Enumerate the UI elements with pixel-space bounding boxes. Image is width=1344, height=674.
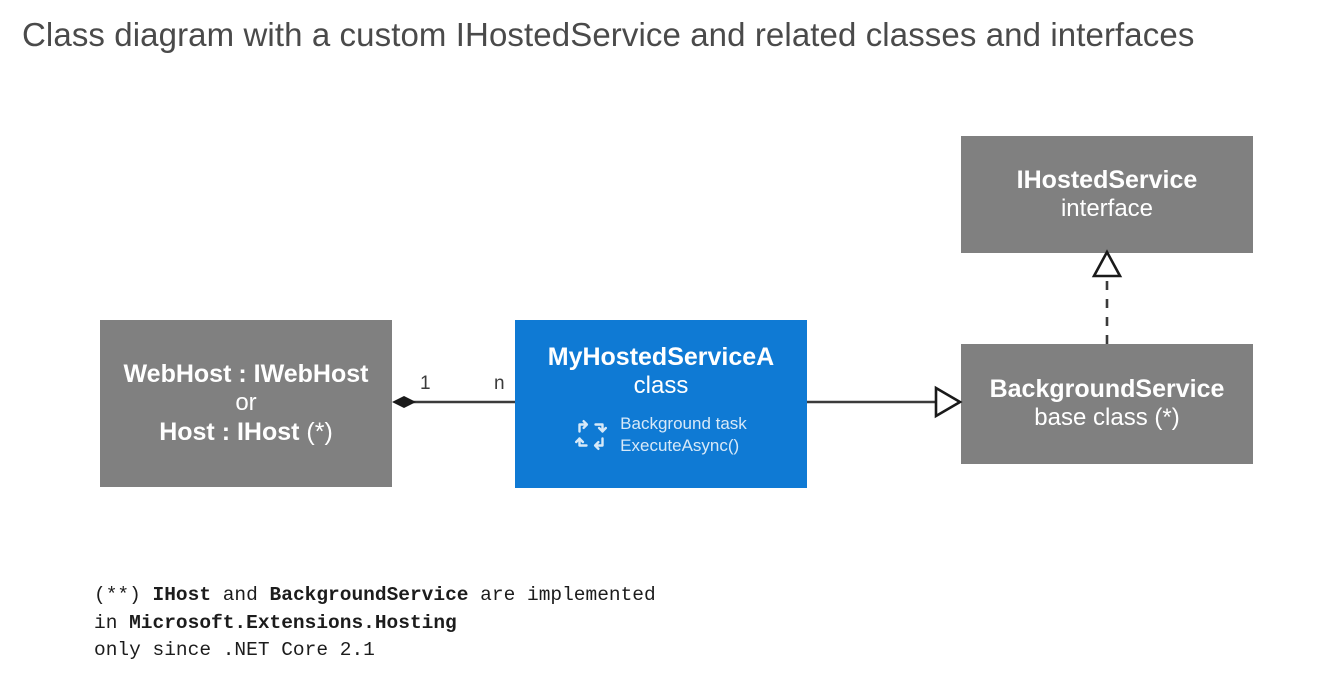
- footnote-line3: only since .NET Core 2.1: [94, 639, 375, 662]
- footnote-note: (**) IHost and BackgroundService are imp…: [94, 582, 656, 665]
- node-backgroundservice-stereotype: base class (*): [1034, 404, 1180, 432]
- interface-node-ihostedservice[interactable]: IHostedService interface: [961, 136, 1253, 253]
- multiplicity-label-source: n: [494, 373, 505, 394]
- class-node-backgroundservice[interactable]: BackgroundService base class (*): [961, 344, 1253, 464]
- node-ihostedservice-title: IHostedService: [1016, 165, 1198, 194]
- footnote-line1-ihost: IHost: [152, 584, 212, 606]
- node-myhostedservicea-stereotype: class: [633, 372, 689, 399]
- node-myhostedservicea-task-text: Background task ExecuteAsync(): [620, 413, 747, 457]
- node-webhost-title-alt-text: Host : IHost: [159, 417, 300, 446]
- multiplicity-label-target: 1: [420, 373, 431, 394]
- class-node-webhost[interactable]: WebHost : IWebHost or Host : IHost (*): [100, 320, 392, 487]
- connector-composition-webhost: [392, 396, 515, 408]
- class-node-myhostedservicea[interactable]: MyHostedServiceA class Background task: [515, 320, 807, 488]
- node-backgroundservice-title: BackgroundService: [989, 375, 1225, 404]
- hollow-triangle-marker-realization: [1091, 249, 1123, 278]
- filled-diamond-marker: [392, 396, 416, 408]
- connector-generalization-backgroundservice: [807, 385, 963, 419]
- task-line-2: ExecuteAsync(): [620, 436, 740, 456]
- node-webhost-separator: or: [235, 389, 257, 417]
- node-ihostedservice-stereotype: interface: [1060, 194, 1154, 222]
- hollow-triangle-marker: [934, 385, 963, 419]
- footnote-line1-and: and: [211, 584, 270, 606]
- footnote-line1-prefix: (**): [94, 584, 153, 606]
- task-line-1: Background task: [620, 414, 747, 434]
- node-myhostedservicea-task: Background task ExecuteAsync(): [575, 413, 747, 457]
- node-webhost-title-alt-suffix: (*): [299, 417, 333, 446]
- footnote-line2-prefix: in: [94, 611, 130, 634]
- node-webhost-title-alt: Host : IHost (*): [159, 418, 333, 447]
- connector-realization-ihostedservice: [1091, 249, 1123, 344]
- page-title: Class diagram with a custom IHostedServi…: [22, 16, 1195, 53]
- node-myhostedservicea-title: MyHostedServiceA: [547, 343, 775, 371]
- node-webhost-title: WebHost : IWebHost: [123, 360, 369, 389]
- footnote-line2-namespace: Microsoft.Extensions.Hosting: [129, 611, 457, 634]
- footnote-line1-backgroundservice: BackgroundService: [269, 584, 469, 606]
- footnote-line1-suffix: are implemented: [468, 584, 656, 606]
- cycle-arrows-icon: [575, 419, 608, 451]
